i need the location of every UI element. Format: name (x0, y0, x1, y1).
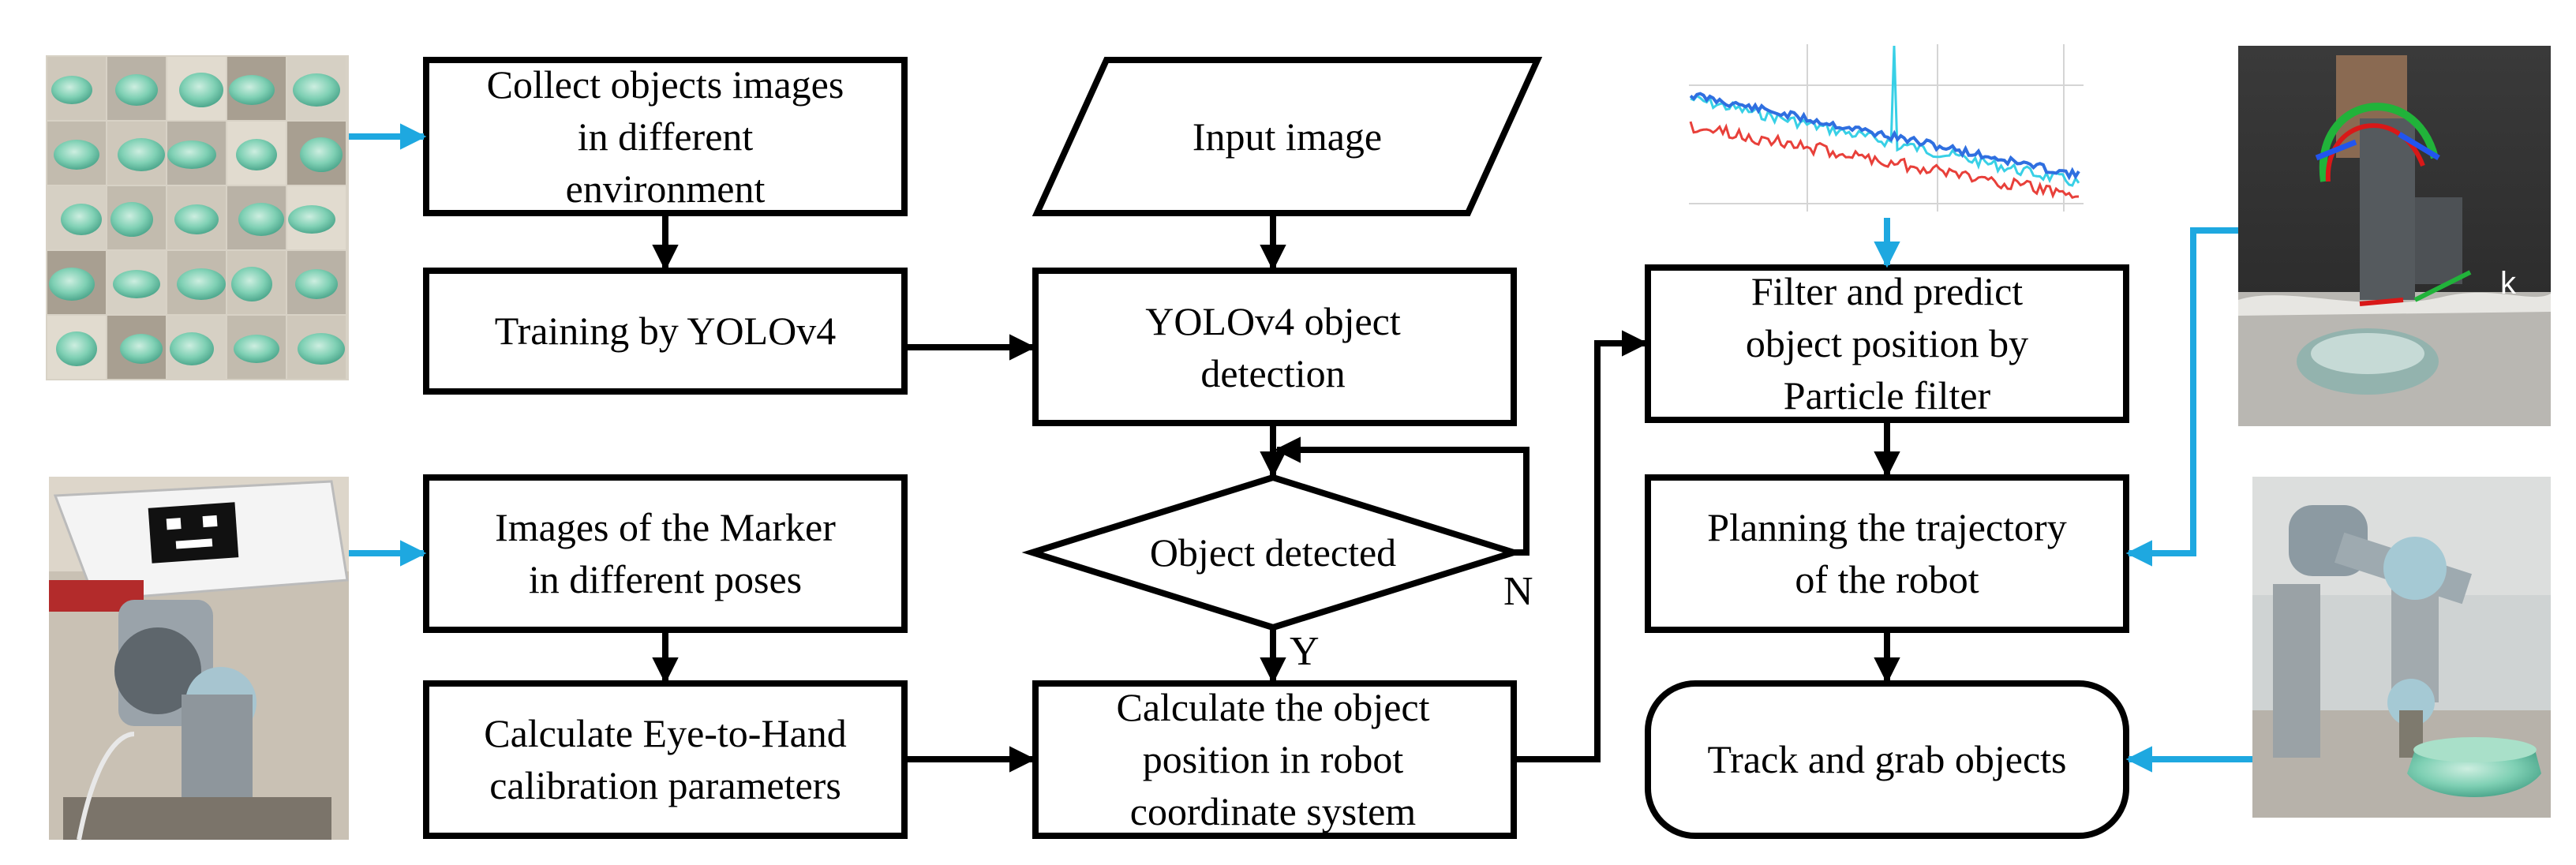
filter-label-line: Filter and predict (1751, 269, 2023, 313)
particle-filter-plot (1689, 38, 2084, 227)
collect-images-label: Collect objects images in different enviro… (487, 62, 844, 211)
filter-label-line: object position by (1746, 321, 2028, 365)
plot-line-red (1689, 121, 2080, 200)
position-label-line: coordinate system (1130, 789, 1417, 833)
robot-axis-label: k (2500, 266, 2517, 301)
collect-label-line: in different (578, 114, 754, 159)
marker-images-label: Images of the Marker in different poses (495, 505, 836, 601)
marker-label-line: Images of the Marker (495, 505, 836, 549)
position-label-line: Calculate the object (1116, 685, 1429, 729)
marker-label-line: in different poses (529, 557, 802, 601)
bowl-photo-grid-image (46, 55, 349, 380)
filter-label-line: Particle filter (1784, 373, 1991, 418)
blue-arrow-sim-to-planning (2125, 227, 2238, 567)
branch-yes-label: Y (1290, 629, 1320, 674)
yolo-detection-box (1032, 268, 1517, 426)
aruco-marker-robot-photo (49, 477, 349, 841)
object-detected-label: Object detected (1150, 530, 1396, 575)
branch-no-label: N (1503, 569, 1533, 614)
input-image-box (1032, 57, 1543, 216)
track-label-line: Track and grab objects (1708, 737, 2067, 781)
arrow-no-loop (1274, 436, 1530, 556)
arrow-position-to-filter (1514, 330, 1649, 762)
calib-label-line: Calculate Eye-to-Hand (484, 711, 847, 755)
yolo-label-line: detection (1200, 351, 1345, 395)
training-box (423, 268, 908, 395)
trajectory-planning-box (1645, 474, 2129, 633)
training-label: Training by YOLOv4 (495, 309, 836, 353)
collect-label-line: environment (566, 167, 766, 211)
yolo-label-line: YOLOv4 object (1145, 299, 1401, 343)
input-label-line: Input image (1193, 114, 1382, 159)
particle-filter-label: Filter and predict object position by Part… (1746, 269, 2028, 418)
calibration-box (423, 680, 908, 839)
collect-label-line: Collect objects images (487, 62, 844, 107)
plot-line-blue (1689, 92, 2080, 181)
training-label-line: Training by YOLOv4 (495, 309, 836, 353)
robot-grabbing-bowl-photo (2252, 477, 2551, 818)
plot-line-cyan (1690, 45, 2080, 187)
trajectory-planning-label: Planning the trajectory of the robot (1707, 505, 2066, 601)
planning-label-line: of the robot (1795, 557, 1979, 601)
calib-label-line: calibration parameters (489, 763, 841, 807)
input-image-label: Input image (1193, 114, 1382, 159)
planning-label-line: Planning the trajectory (1707, 505, 2066, 549)
marker-images-box (423, 474, 908, 633)
position-label-line: position in robot (1143, 737, 1404, 781)
track-grab-label: Track and grab objects (1708, 737, 2067, 781)
robot-simulation-render: k (2238, 46, 2551, 426)
yolo-detection-label: YOLOv4 object detection (1145, 299, 1401, 395)
object-position-box (1032, 680, 1517, 839)
object-position-label: Calculate the object position in robot coo… (1116, 685, 1429, 833)
decision-label-line: Object detected (1150, 530, 1396, 575)
calibration-label: Calculate Eye-to-Hand calibration paramet… (484, 711, 847, 807)
